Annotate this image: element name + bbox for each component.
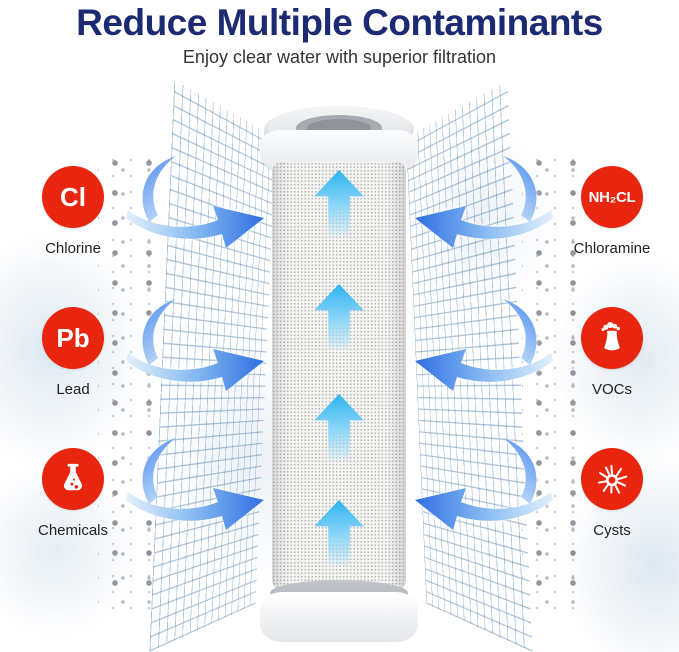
carbon-block-body: [272, 162, 406, 590]
chlorine-badge: Cl: [42, 166, 104, 228]
curved-arrow-right-icon: [126, 156, 264, 248]
contaminant-chloramine: NH₂CL Chloramine: [557, 166, 667, 257]
lead-badge: Pb: [42, 307, 104, 369]
up-arrow-icon: [314, 394, 364, 460]
chlorine-symbol: Cl: [60, 182, 86, 212]
cysts-label: Cysts: [593, 522, 631, 539]
flask-icon: [63, 463, 83, 491]
vocs-badge: [581, 307, 643, 369]
chloramine-badge: NH₂CL: [581, 166, 643, 228]
up-arrow-icon: [314, 284, 364, 350]
lead-symbol: Pb: [56, 323, 90, 353]
contaminant-cysts: Cysts: [557, 448, 667, 539]
page-title: Reduce Multiple Contaminants: [76, 2, 603, 43]
cysts-badge: [581, 448, 643, 510]
vocs-label: VOCs: [591, 381, 632, 398]
cartridge-bottom-cap: [260, 592, 418, 642]
page-subtitle: Enjoy clear water with superior filtrati…: [182, 47, 497, 67]
contaminant-lead: Pb Lead: [18, 307, 128, 398]
chemicals-badge: [42, 448, 104, 510]
curved-arrow-left-icon: [415, 299, 553, 391]
factory-icon: [601, 321, 620, 351]
chloramine-label: Chloramine: [573, 240, 651, 257]
chemicals-label: Chemicals: [37, 522, 109, 539]
cyst-icon: [597, 464, 628, 494]
chloramine-symbol: NH₂CL: [588, 188, 636, 206]
up-arrow-icon: [314, 170, 364, 236]
contaminant-vocs: VOCs: [557, 307, 667, 398]
filter-cartridge: [260, 106, 418, 644]
curved-arrow-left-icon: [415, 156, 553, 248]
up-arrow-icon: [314, 500, 364, 566]
curved-arrow-left-icon: [415, 438, 553, 530]
curved-arrow-right-icon: [126, 299, 264, 391]
chlorine-label: Chlorine: [45, 240, 101, 257]
contaminant-chemicals: Chemicals: [18, 448, 128, 539]
lead-label: Lead: [56, 381, 90, 398]
contaminant-chlorine: Cl Chlorine: [18, 166, 128, 257]
curved-arrow-right-icon: [126, 438, 264, 530]
